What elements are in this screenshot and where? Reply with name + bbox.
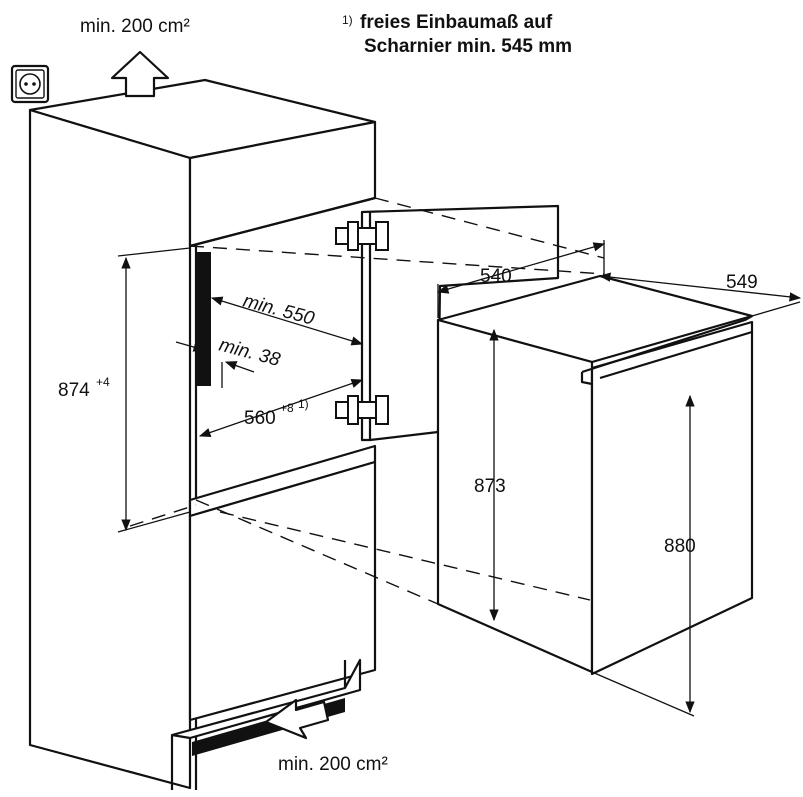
footnote-line-2: Scharnier min. 545 mm <box>364 36 572 57</box>
airflow-up-arrow-icon <box>110 50 170 98</box>
cabinet-side-panel <box>28 108 192 790</box>
niche-width-label: 560 <box>244 408 276 429</box>
footnote-line-1: freies Einbaumaß auf <box>360 12 553 33</box>
power-socket-icon <box>10 64 50 104</box>
niche-width-tolerance: +8 <box>280 401 294 415</box>
gap-min-label: min. 38 <box>217 335 283 372</box>
cabinet-plinth <box>170 658 362 740</box>
footnote-marker: 1) <box>342 13 353 27</box>
appliance-width-label: 549 <box>726 272 758 293</box>
niche-height-label: 874 <box>58 380 90 401</box>
appliance-door <box>590 320 754 676</box>
appliance-height-total-label: 880 <box>664 536 696 557</box>
cabinet-lower-panel <box>188 460 377 722</box>
appliance-depth-label: 540 <box>480 266 512 287</box>
niche-height-tolerance: +4 <box>96 375 110 389</box>
appliance-height-body-label: 873 <box>474 476 506 497</box>
vent-top-label: min. 200 cm² <box>80 16 190 37</box>
niche-width-note: 1) <box>298 397 309 411</box>
appliance <box>436 274 754 676</box>
footnote: 1) freies Einbaumaß auf Scharnier min. 5… <box>342 12 572 57</box>
dimension-lines <box>117 240 802 717</box>
appliance-side <box>436 318 594 674</box>
upper-hinge-icon <box>335 221 389 251</box>
niche-back-strip <box>197 252 211 386</box>
vent-bottom-label: min. 200 cm² <box>278 754 388 775</box>
depth-min-label: min. 550 <box>241 291 317 330</box>
kitchen-cabinet <box>28 78 377 790</box>
airflow-in-arrow-icon <box>264 698 330 740</box>
